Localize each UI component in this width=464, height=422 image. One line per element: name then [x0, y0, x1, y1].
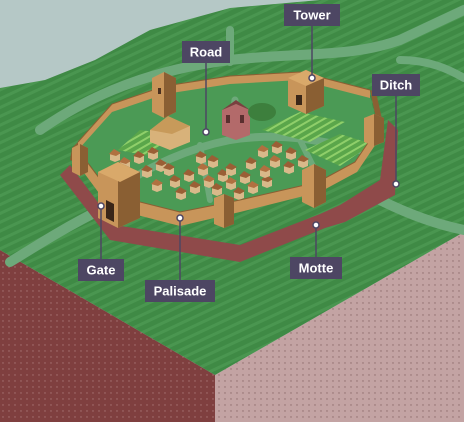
house — [195, 151, 207, 164]
label-road-text: Road — [190, 45, 223, 60]
house — [285, 147, 297, 160]
house — [259, 165, 271, 178]
barn — [150, 116, 190, 150]
label-tower-text: Tower — [293, 8, 330, 23]
house — [109, 149, 121, 162]
leader-motte-marker — [312, 221, 320, 229]
house — [207, 155, 219, 168]
house — [197, 163, 209, 176]
house — [147, 147, 159, 160]
house — [257, 145, 269, 158]
house — [247, 181, 259, 194]
house — [203, 175, 215, 188]
leader-gate-marker — [97, 202, 105, 210]
house — [283, 161, 295, 174]
house — [239, 171, 251, 184]
leader-palisade-marker — [176, 214, 184, 222]
tower-back-right — [288, 70, 324, 114]
house — [151, 179, 163, 192]
house — [269, 155, 281, 168]
house — [225, 177, 237, 190]
tower-left — [72, 144, 88, 176]
label-palisade: Palisade — [145, 280, 215, 302]
leader-tower-marker — [308, 74, 316, 82]
label-gate: Gate — [78, 259, 124, 281]
house — [245, 157, 257, 170]
earth-side-right — [215, 232, 464, 422]
tower-back-left — [152, 72, 176, 118]
leader-lines — [97, 26, 400, 280]
house — [297, 155, 309, 168]
house — [217, 169, 229, 182]
house — [163, 163, 175, 176]
house — [175, 187, 187, 200]
label-palisade-text: Palisade — [154, 284, 207, 299]
label-road: Road — [182, 41, 230, 63]
house — [133, 151, 145, 164]
house — [211, 183, 223, 196]
label-gate-text: Gate — [87, 263, 116, 278]
label-ditch: Ditch — [372, 74, 420, 96]
church — [222, 100, 276, 140]
house — [271, 141, 283, 154]
label-motte-text: Motte — [299, 261, 334, 276]
tower-front-right — [302, 164, 326, 208]
leader-road-marker — [202, 128, 210, 136]
house — [169, 175, 181, 188]
house — [141, 165, 153, 178]
label-ditch-text: Ditch — [380, 78, 413, 93]
gatehouse — [98, 162, 140, 228]
field-right-lower — [305, 134, 372, 166]
earth-side-left — [0, 250, 215, 422]
tower-front — [214, 194, 234, 228]
house — [189, 181, 201, 194]
label-tower: Tower — [284, 4, 340, 26]
field-right — [262, 112, 345, 142]
label-motte: Motte — [290, 257, 342, 279]
house — [155, 159, 167, 172]
tower-right — [364, 114, 384, 146]
house — [261, 175, 273, 188]
house — [233, 187, 245, 200]
house — [225, 163, 237, 176]
house — [183, 169, 195, 182]
leader-ditch-marker — [392, 180, 400, 188]
